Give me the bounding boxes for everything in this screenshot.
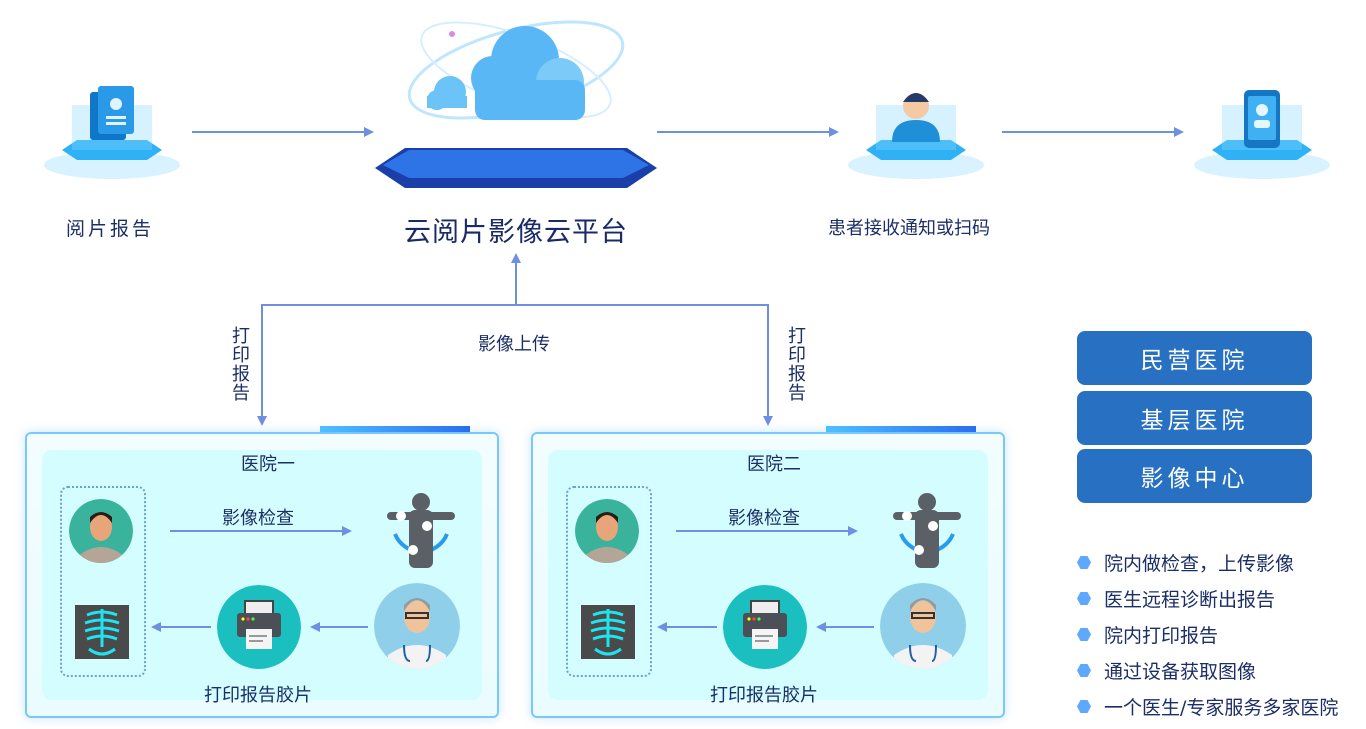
- feature-item: 院内打印报告: [1077, 621, 1218, 648]
- arrow-right-icon: [342, 526, 352, 536]
- patient-pedestal-icon: [848, 93, 984, 179]
- arrow-left-icon: [151, 622, 161, 632]
- hexagon-bullet-icon: [1077, 556, 1091, 569]
- xray-film-icon: [581, 605, 635, 659]
- printer-icon: [217, 585, 301, 669]
- patient-avatar-icon: [575, 499, 639, 563]
- hexagon-bullet-icon: [1077, 664, 1091, 677]
- cloud-platform-icon: [375, 20, 657, 188]
- hospital-panel-1: 医院一 影像检查 打印报告胶片: [25, 426, 499, 718]
- body-scan-icon: [893, 493, 961, 568]
- arrow-right-icon: [364, 127, 374, 137]
- arrow-right-icon: [829, 127, 839, 137]
- category-imaging-center: 影像中心: [1077, 449, 1312, 503]
- platform-title: 云阅片影像云平台: [404, 217, 628, 248]
- arrow-left-icon: [657, 622, 667, 632]
- hospital-title: 医院一: [241, 454, 295, 475]
- doctor-avatar-icon: [374, 583, 460, 669]
- body-scan-icon: [387, 493, 455, 568]
- doctor-avatar-icon: [880, 583, 966, 669]
- patient-avatar-icon: [69, 499, 133, 563]
- hexagon-bullet-icon: [1077, 700, 1091, 713]
- hospital-panel-2: 医院二 影像检查 打印报告胶片: [531, 426, 1005, 718]
- xray-film-icon: [75, 605, 129, 659]
- arrow-right-icon: [848, 526, 858, 536]
- hospital-title: 医院二: [747, 454, 801, 475]
- feature-item: 一个医生/专家服务多家医院: [1077, 693, 1338, 720]
- exam-label: 影像检查: [222, 508, 294, 529]
- hexagon-bullet-icon: [1077, 592, 1091, 605]
- printer-icon: [723, 585, 807, 669]
- print-report-right-label: 打印报告: [785, 326, 806, 402]
- feature-item: 院内做检查，上传影像: [1077, 549, 1294, 576]
- print-film-label: 打印报告胶片: [204, 685, 312, 706]
- arrow-down-icon: [257, 416, 267, 426]
- arrow-left-icon: [816, 622, 826, 632]
- report-pedestal-icon: [44, 86, 180, 179]
- feature-item: 医生远程诊断出报告: [1077, 585, 1275, 612]
- exam-label: 影像检查: [728, 508, 800, 529]
- arrow-right-icon: [1174, 127, 1184, 137]
- hexagon-bullet-icon: [1077, 628, 1091, 641]
- category-primary-hospital: 基层医院: [1077, 391, 1312, 445]
- category-private-hospital: 民营医院: [1077, 331, 1312, 385]
- arrow-down-icon: [763, 416, 773, 426]
- feature-item: 通过设备获取图像: [1077, 657, 1256, 684]
- phone-pedestal-icon: [1194, 90, 1330, 179]
- arrow-left-icon: [310, 622, 320, 632]
- print-report-left-label: 打印报告: [229, 326, 250, 402]
- patient-notify-label: 患者接收通知或扫码: [828, 218, 990, 239]
- print-film-label: 打印报告胶片: [710, 685, 818, 706]
- arrow-up-icon: [511, 253, 521, 263]
- upload-label: 影像上传: [478, 334, 550, 355]
- read-report-label: 阅片报告: [65, 218, 155, 240]
